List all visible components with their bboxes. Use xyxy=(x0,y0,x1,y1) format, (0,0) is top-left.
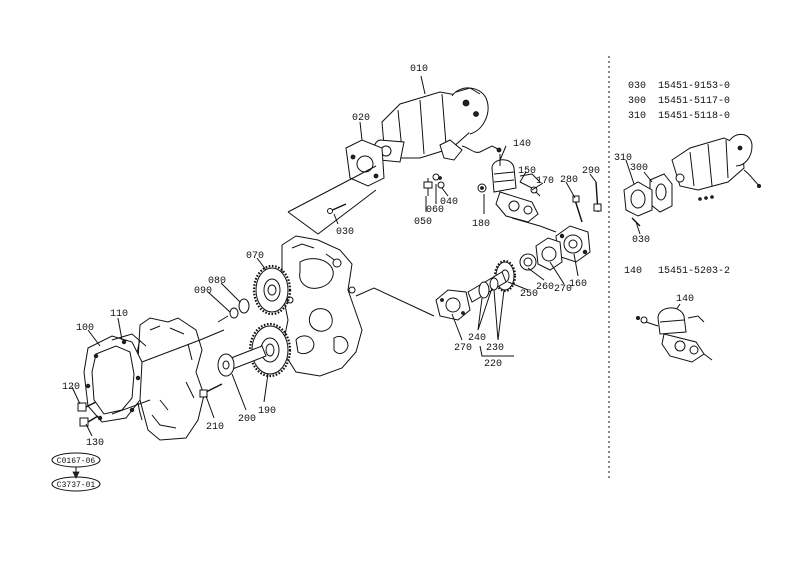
table-row-3-ref: 310 xyxy=(628,111,646,122)
table-row-2-ref: 300 xyxy=(628,96,646,107)
flange-020 xyxy=(345,139,385,187)
shaft-200 xyxy=(217,345,267,377)
callout-010: 010 xyxy=(410,64,428,75)
callout-090: 090 xyxy=(194,286,212,297)
shaft-230-240 xyxy=(467,271,507,303)
fuel-pump-140 xyxy=(477,159,541,223)
gasket-270-right xyxy=(535,237,563,271)
table-row-3-part: 15451-5118-0 xyxy=(658,111,730,122)
callout-290: 290 xyxy=(582,166,600,177)
callout-270-left: 270 xyxy=(454,343,472,354)
reference-code-1: C0167-06 xyxy=(57,457,96,466)
callout-260: 260 xyxy=(536,282,554,293)
callout-150: 150 xyxy=(518,166,536,177)
bolts-120-130 xyxy=(77,401,99,427)
callout-100: 100 xyxy=(76,323,94,334)
gear-case-cover-100 xyxy=(83,335,143,423)
stud-bolt-030 xyxy=(327,203,347,214)
idle-gear-190 xyxy=(248,322,292,378)
callout-120: 120 xyxy=(62,382,80,393)
callout-210: 210 xyxy=(206,422,224,433)
reference-oval-2: C3737-01 xyxy=(51,476,101,492)
inset-fuel-pump: 140 15451-5203-2 140 xyxy=(624,266,730,363)
inset-callout-310: 310 xyxy=(614,153,632,164)
callout-labels: 010 020 030 040 050 060 070 080 090 100 … xyxy=(62,64,600,449)
callout-170: 170 xyxy=(536,176,554,187)
callout-230: 230 xyxy=(486,343,504,354)
reference-code-2: C3737-01 xyxy=(57,481,96,490)
callout-240: 240 xyxy=(468,333,486,344)
inset-callout-030: 030 xyxy=(632,235,650,246)
leader-lines xyxy=(71,75,597,437)
callout-060: 060 xyxy=(426,205,444,216)
callout-070: 070 xyxy=(246,251,264,262)
nuts-washers-040-050-060 xyxy=(423,173,445,196)
table-row-2-part: 15451-5117-0 xyxy=(658,96,730,107)
inset-callout-300: 300 xyxy=(630,163,648,174)
callout-270-right: 270 xyxy=(554,284,572,295)
callout-140: 140 xyxy=(513,139,531,150)
inset-callout-140: 140 xyxy=(676,294,694,305)
inset-starter-assembly: 310 300 030 xyxy=(614,133,762,246)
callout-110: 110 xyxy=(110,309,128,320)
engine-block-housing xyxy=(281,235,363,377)
callout-130: 130 xyxy=(86,438,104,449)
callout-220: 220 xyxy=(484,359,502,370)
assembly-center-lines xyxy=(111,154,557,415)
table-row-1-ref: 030 xyxy=(628,81,646,92)
table-row-1-part: 15451-9153-0 xyxy=(658,81,730,92)
seal-260 xyxy=(519,253,537,271)
callout-160: 160 xyxy=(569,279,587,290)
gasket-270-left xyxy=(435,289,471,321)
callout-050: 050 xyxy=(414,217,432,228)
starter-motor-010 xyxy=(373,87,502,163)
callout-250: 250 xyxy=(520,289,538,300)
callout-190: 190 xyxy=(258,406,276,417)
gear-case-housing xyxy=(135,317,205,441)
gasket-110 xyxy=(111,333,147,347)
idle-gear-070 xyxy=(252,264,292,316)
callout-040: 040 xyxy=(440,197,458,208)
callout-080: 080 xyxy=(208,276,226,287)
bolt-210 xyxy=(199,383,223,398)
joint-150-170 xyxy=(519,181,541,197)
inset-fuel-pump-ref: 140 xyxy=(624,266,642,277)
callout-180: 180 xyxy=(472,219,490,230)
collar-080-090 xyxy=(217,298,250,323)
inset-fuel-pump-part: 15451-5203-2 xyxy=(658,266,730,277)
callout-200: 200 xyxy=(238,414,256,425)
bolts-280-290 xyxy=(572,181,602,223)
callout-030: 030 xyxy=(336,227,354,238)
parts-table: 030 15451-9153-0 300 15451-5117-0 310 15… xyxy=(628,81,730,122)
reference-arrow xyxy=(72,471,80,479)
callout-280: 280 xyxy=(560,175,578,186)
reference-oval-1: C0167-06 xyxy=(51,452,101,468)
callout-020: 020 xyxy=(352,113,370,124)
